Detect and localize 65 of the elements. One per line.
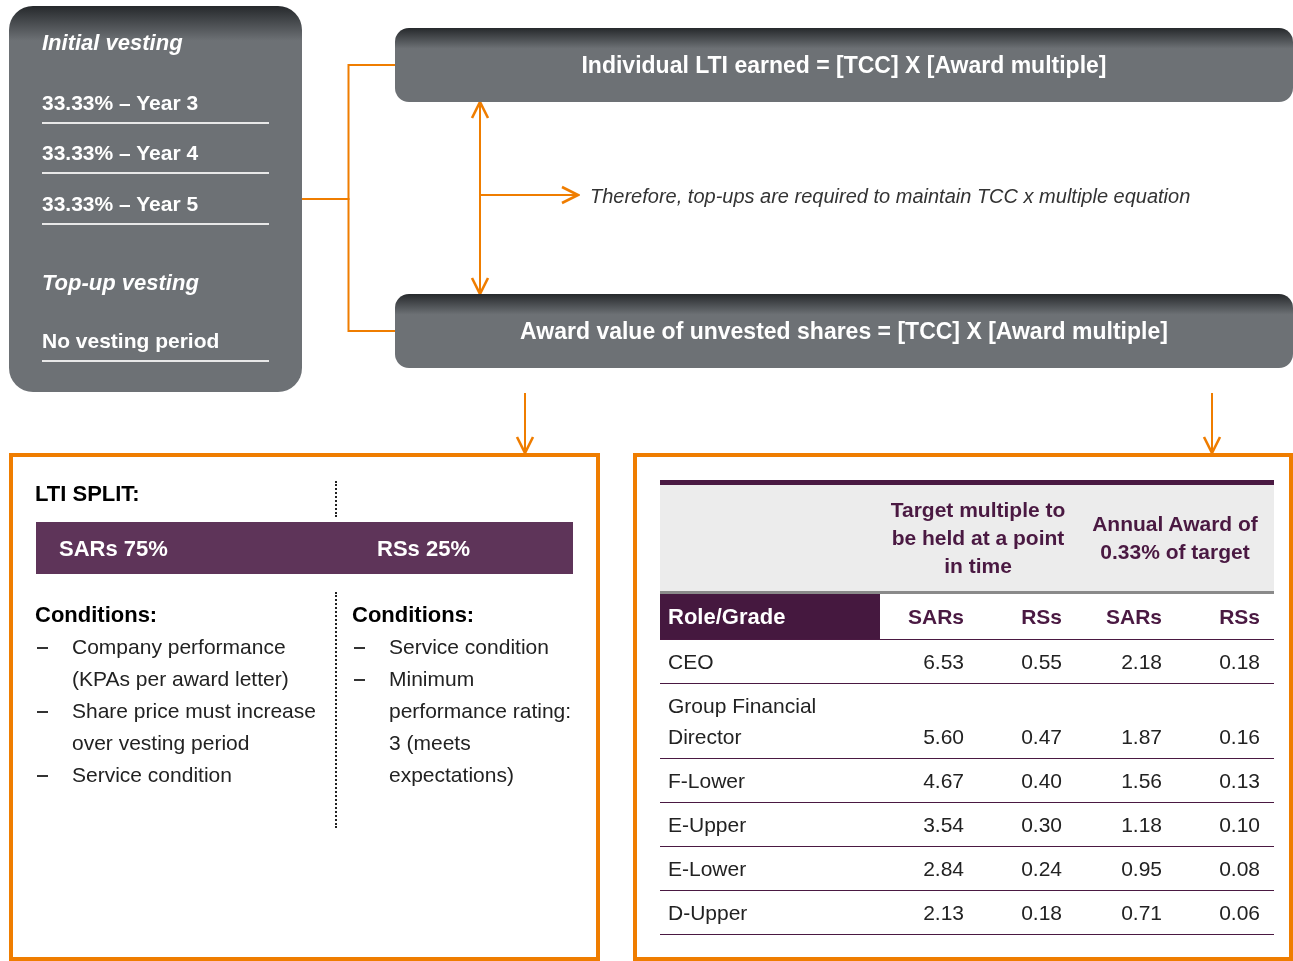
table-cell-text: Group Financial Director (667, 693, 818, 750)
arrow (479, 185, 580, 205)
split-bar (36, 522, 573, 574)
table-panel (633, 453, 1293, 961)
table-cell-text: 3.54 (923, 812, 965, 838)
table-cell-text: 0.08 (1219, 856, 1261, 882)
vesting-item: 33.33% – Year 4 (42, 134, 269, 174)
bracket-connector (301, 198, 396, 332)
table-cell-text: 0.18 (1219, 649, 1261, 675)
table-cell-text: 2.13 (923, 900, 965, 926)
table-cell-text: F-Lower (667, 768, 747, 794)
table-cell-text: 0.55 (1021, 649, 1063, 675)
split-label: SARs 75% (59, 534, 168, 563)
table-cell-text: 6.53 (923, 649, 965, 675)
table-cell-text: 2.18 (1121, 649, 1163, 675)
table-cell-text: 0.47 (1021, 724, 1063, 750)
table-cell-text: E-Lower (667, 856, 748, 882)
vesting-item: 33.33% – Year 5 (42, 185, 269, 225)
table-cell-text: CEO (667, 649, 715, 675)
section-heading: Top-up vesting (42, 269, 199, 297)
condition-text: Minimum performance rating: 3 (meets expectations) (389, 666, 573, 788)
column-group-header: Target multiple to be held at a point in time (889, 497, 1067, 579)
table-cell-text: 0.95 (1121, 856, 1163, 882)
table-cell-text: D-Upper (667, 900, 749, 926)
conditions-heading: Conditions: (352, 601, 476, 629)
formula-banner: Award value of unvested shares = [TCC] X [Award multiple] (395, 294, 1293, 368)
table-cell-text: 0.71 (1121, 900, 1163, 926)
table-cell-text: 4.67 (923, 768, 965, 794)
formula-banner: Individual LTI earned = [TCC] X [Award multiple] (395, 28, 1293, 102)
conditions-heading: Conditions: (35, 601, 159, 629)
condition-text: Share price must increase over vesting period (72, 698, 317, 756)
table-cell-text: 1.87 (1121, 724, 1163, 750)
table-cell-text: 5.60 (923, 724, 965, 750)
condition-text: Service condition (389, 634, 549, 660)
row-header-cell: Role/Grade (660, 594, 880, 639)
column-header: SARs (1104, 603, 1163, 630)
table-cell-text: 2.84 (923, 856, 965, 882)
table-cell-text: 0.24 (1021, 856, 1063, 882)
note-text: Therefore, top-ups are required to maintain TCC x multiple equation (578, 176, 1290, 216)
table-cell-text: 0.40 (1021, 768, 1063, 794)
table-cell-text: 0.30 (1021, 812, 1063, 838)
column-header: RSs (1020, 603, 1063, 630)
condition-text: Service condition (72, 762, 232, 788)
panel-heading: LTI SPLIT: (35, 480, 140, 508)
vesting-card (9, 6, 302, 392)
arrow (515, 392, 535, 455)
table-cell-text: 0.16 (1219, 724, 1261, 750)
vesting-item: 33.33% – Year 3 (42, 84, 269, 124)
arrow (1202, 392, 1222, 455)
table-cell-text: 0.06 (1219, 900, 1261, 926)
table-cell-text: 0.18 (1021, 900, 1063, 926)
section-heading: Initial vesting (42, 29, 183, 57)
column-group-header: Annual Award of 0.33% of target (1091, 511, 1259, 565)
split-label: RSs 25% (377, 534, 470, 563)
arrow (470, 100, 490, 296)
table-cell-text: 1.18 (1121, 812, 1163, 838)
column-header: RSs (1218, 603, 1261, 630)
condition-text: Company performance (KPAs per award letter) (72, 634, 290, 692)
table-cell-text: 1.56 (1121, 768, 1163, 794)
table-cell-text: 0.10 (1219, 812, 1261, 838)
column-header: SARs (906, 603, 965, 630)
table-cell-text: E-Upper (667, 812, 748, 838)
vesting-item: No vesting period (42, 322, 269, 362)
table-cell-text: 0.13 (1219, 768, 1261, 794)
conditions-panel (9, 453, 600, 961)
